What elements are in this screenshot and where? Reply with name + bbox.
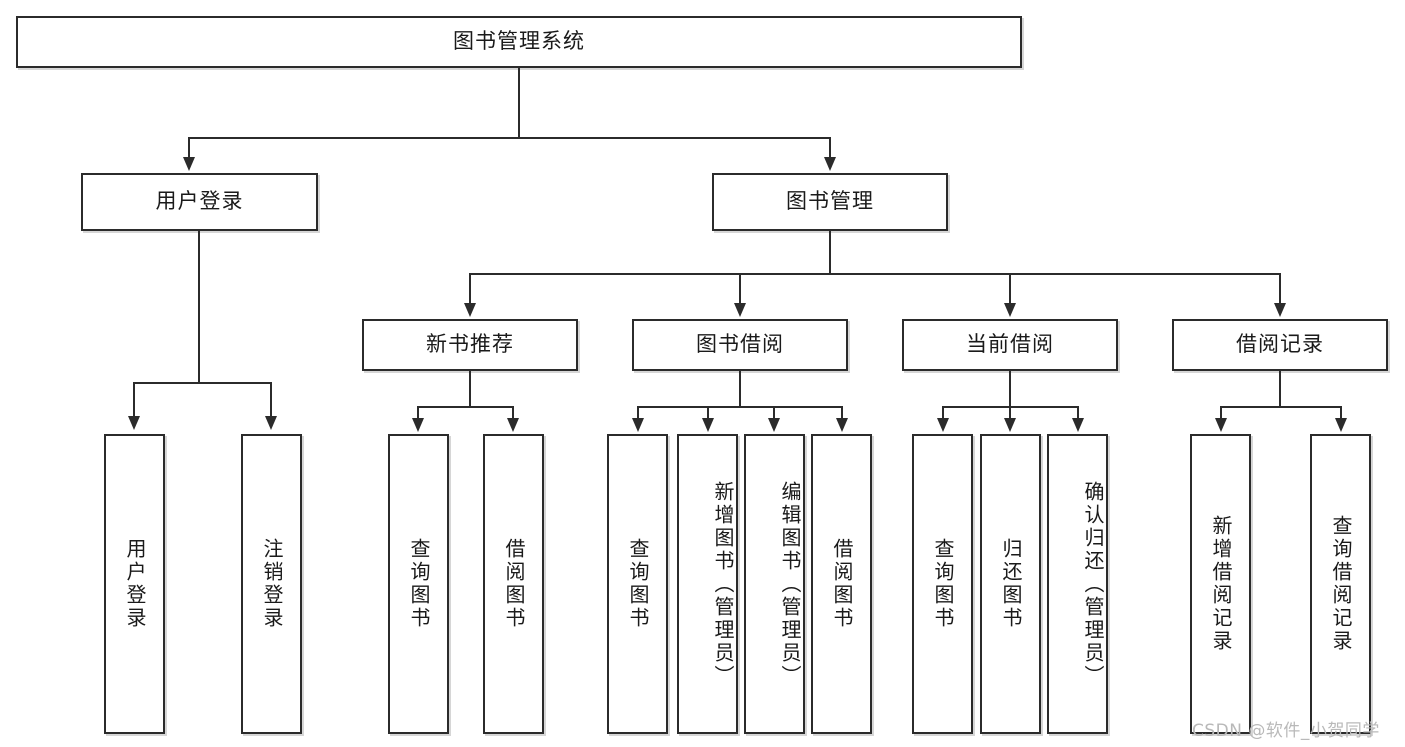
arrowhead-nbr-leaf-2 <box>507 418 519 432</box>
connector-bm-to-new-book <box>469 273 471 305</box>
node-book-borrow[interactable]: 图书借阅 <box>632 319 848 371</box>
arrowhead-br-leaf-2 <box>1335 418 1347 432</box>
arrowhead-bb-leaf-2 <box>702 418 714 432</box>
node-label: 用户登录 <box>123 538 147 630</box>
leaf-br-add-record[interactable]: 新增借阅记录 <box>1190 434 1251 734</box>
connector-root-to-user-login <box>188 137 190 159</box>
connector-user-login-bus <box>133 382 272 384</box>
arrowhead-leaf-logout <box>265 416 277 430</box>
connector-book-management-bus <box>469 273 1281 275</box>
node-root-book-management-system[interactable]: 图书管理系统 <box>16 16 1022 68</box>
leaf-br-query-record[interactable]: 查询借阅记录 <box>1310 434 1371 734</box>
leaf-bb-query-book[interactable]: 查询图书 <box>607 434 668 734</box>
connector-root-to-book-management <box>829 137 831 159</box>
leaf-cb-query-book[interactable]: 查询图书 <box>912 434 973 734</box>
connector-bm-to-current-borrow <box>1009 273 1011 305</box>
arrowhead-bb-leaf-4 <box>836 418 848 432</box>
connector-br-bus <box>1220 406 1341 408</box>
connector-nbr-bus <box>417 406 513 408</box>
connector-br-stem <box>1279 371 1281 407</box>
connector-cb-leaf-1 <box>942 406 944 420</box>
node-label: 查询图书 <box>626 538 650 630</box>
arrowhead-bb-leaf-1 <box>632 418 644 432</box>
node-label: 借阅图书 <box>830 538 854 630</box>
arrowhead-new-book-recommend <box>464 303 476 317</box>
node-label: 借阅图书 <box>502 538 526 630</box>
node-label: 确认归还（管理员） <box>1081 480 1105 688</box>
leaf-cb-return-book[interactable]: 归还图书 <box>980 434 1041 734</box>
arrowhead-cb-leaf-3 <box>1072 418 1084 432</box>
connector-nbr-leaf-2 <box>512 406 514 420</box>
arrowhead-cb-leaf-2 <box>1004 418 1016 432</box>
node-label: 图书管理系统 <box>453 29 585 54</box>
leaf-logout[interactable]: 注销登录 <box>241 434 302 734</box>
node-label: 借阅记录 <box>1236 332 1324 357</box>
connector-br-leaf-2 <box>1340 406 1342 420</box>
node-label: 图书管理 <box>786 189 874 214</box>
node-user-login[interactable]: 用户登录 <box>81 173 318 231</box>
connector-bb-stem <box>739 371 741 407</box>
arrowhead-borrow-record <box>1274 303 1286 317</box>
leaf-nbr-query-book[interactable]: 查询图书 <box>388 434 449 734</box>
connector-root-stem <box>518 68 520 138</box>
node-label: 新增借阅记录 <box>1209 515 1233 653</box>
leaf-cb-confirm-return-admin[interactable]: 确认归还（管理员） <box>1047 434 1108 734</box>
node-label: 查询图书 <box>407 538 431 630</box>
connector-bb-leaf-3 <box>773 406 775 420</box>
node-label: 图书借阅 <box>696 332 784 357</box>
node-label: 查询借阅记录 <box>1329 515 1353 653</box>
arrowhead-book-borrow <box>734 303 746 317</box>
arrowhead-leaf-user-login <box>128 416 140 430</box>
connector-bb-leaf-2 <box>707 406 709 420</box>
node-label: 编辑图书（管理员） <box>778 480 802 688</box>
arrowhead-user-login <box>183 157 195 171</box>
csdn-watermark: CSDN @软件_小贺同学 <box>1192 716 1380 741</box>
connector-user-login-leaf-1 <box>133 382 135 418</box>
node-borrow-record[interactable]: 借阅记录 <box>1172 319 1388 371</box>
arrowhead-bb-leaf-3 <box>768 418 780 432</box>
connector-user-login-stem <box>198 231 200 383</box>
node-label: 查询图书 <box>931 538 955 630</box>
node-label: 当前借阅 <box>966 332 1054 357</box>
node-label: 新增图书（管理员） <box>711 480 735 688</box>
node-label: 新书推荐 <box>426 332 514 357</box>
connector-nbr-leaf-1 <box>417 406 419 420</box>
arrowhead-nbr-leaf-1 <box>412 418 424 432</box>
connector-cb-stem <box>1009 371 1011 407</box>
leaf-bb-borrow-book[interactable]: 借阅图书 <box>811 434 872 734</box>
connector-book-management-stem <box>829 231 831 274</box>
leaf-bb-edit-book-admin[interactable]: 编辑图书（管理员） <box>744 434 805 734</box>
node-current-borrow[interactable]: 当前借阅 <box>902 319 1118 371</box>
arrowhead-book-management <box>824 157 836 171</box>
arrowhead-current-borrow <box>1004 303 1016 317</box>
leaf-bb-add-book-admin[interactable]: 新增图书（管理员） <box>677 434 738 734</box>
connector-br-leaf-1 <box>1220 406 1222 420</box>
connector-nbr-stem <box>469 371 471 407</box>
connector-bm-to-book-borrow <box>739 273 741 305</box>
connector-user-login-leaf-2 <box>270 382 272 418</box>
connector-bb-leaf-1 <box>637 406 639 420</box>
arrowhead-br-leaf-1 <box>1215 418 1227 432</box>
watermark-text: CSDN @软件_小贺同学 <box>1192 721 1380 741</box>
node-book-management[interactable]: 图书管理 <box>712 173 948 231</box>
connector-bm-to-borrow-record <box>1279 273 1281 305</box>
connector-bb-leaf-4 <box>841 406 843 420</box>
node-label: 归还图书 <box>999 538 1023 630</box>
node-new-book-recommend[interactable]: 新书推荐 <box>362 319 578 371</box>
leaf-user-login[interactable]: 用户登录 <box>104 434 165 734</box>
connector-bb-bus <box>637 406 842 408</box>
node-label: 用户登录 <box>155 189 244 214</box>
arrowhead-cb-leaf-1 <box>937 418 949 432</box>
leaf-nbr-borrow-book[interactable]: 借阅图书 <box>483 434 544 734</box>
connector-cb-leaf-2 <box>1009 406 1011 420</box>
connector-cb-leaf-3 <box>1077 406 1079 420</box>
connector-root-bus <box>188 137 831 139</box>
node-label: 注销登录 <box>260 538 284 630</box>
